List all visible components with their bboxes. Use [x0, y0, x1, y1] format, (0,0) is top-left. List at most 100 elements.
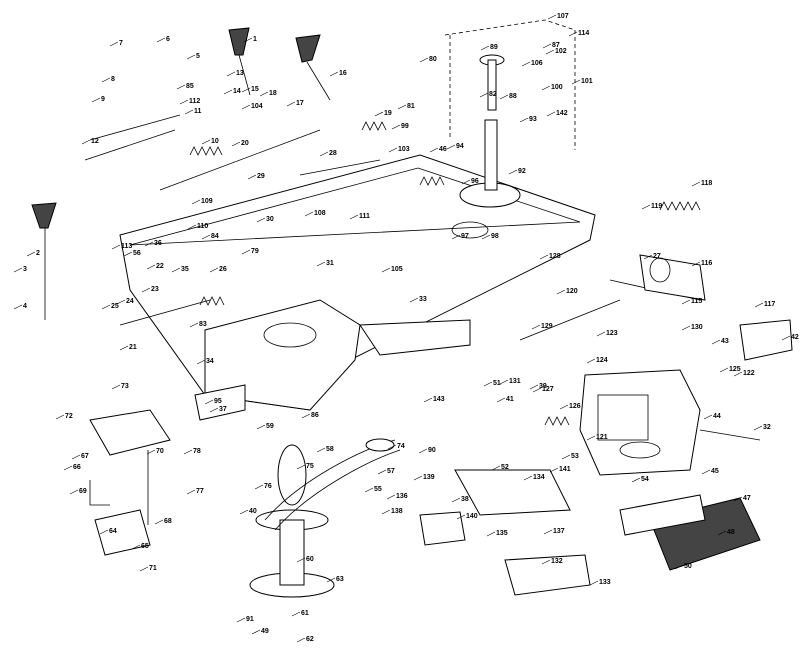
- leader-line: [691, 261, 701, 267]
- part-callout-142: 142: [556, 110, 568, 117]
- leader-line: [386, 494, 396, 500]
- leader-line: [481, 234, 491, 240]
- part-callout-40: 40: [249, 508, 257, 515]
- part-callout-64: 64: [109, 528, 117, 535]
- leader-line: [559, 404, 569, 410]
- part-callout-13: 13: [236, 70, 244, 77]
- leader-line: [571, 79, 581, 85]
- leader-line: [754, 302, 764, 308]
- part-callout-108: 108: [314, 210, 326, 217]
- part-callout-123: 123: [606, 330, 618, 337]
- part-callout-32: 32: [763, 424, 771, 431]
- part-callout-125: 125: [729, 366, 741, 373]
- part-callout-50: 50: [684, 563, 692, 570]
- leader-line: [99, 529, 109, 535]
- leader-line: [259, 91, 269, 97]
- leader-line: [111, 384, 121, 390]
- leader-line: [209, 267, 219, 273]
- part-callout-45: 45: [711, 468, 719, 475]
- part-callout-116: 116: [701, 260, 712, 267]
- part-callout-47: 47: [743, 495, 751, 502]
- leader-line: [196, 359, 206, 365]
- part-callout-68: 68: [164, 518, 172, 525]
- part-callout-80: 80: [429, 56, 437, 63]
- leader-line: [141, 287, 151, 293]
- part-callout-141: 141: [559, 466, 571, 473]
- part-callout-98: 98: [491, 233, 499, 240]
- leader-line: [374, 111, 384, 117]
- leader-line: [154, 519, 164, 525]
- part-callout-119: 119: [651, 203, 662, 210]
- part-callout-104: 104: [251, 103, 263, 110]
- leader-line: [111, 244, 121, 250]
- leader-line: [641, 204, 651, 210]
- leader-line: [186, 54, 196, 60]
- part-callout-5: 5: [196, 53, 200, 60]
- leader-line: [286, 101, 296, 107]
- leader-line: [243, 37, 253, 43]
- part-callout-55: 55: [374, 486, 382, 493]
- part-callout-90: 90: [428, 447, 436, 454]
- leader-line: [381, 509, 391, 515]
- leader-line: [631, 477, 641, 483]
- part-callout-112: 112: [189, 98, 200, 105]
- leader-line: [256, 217, 266, 223]
- part-callout-20: 20: [241, 140, 249, 147]
- leader-line: [55, 414, 65, 420]
- leader-line: [691, 181, 701, 187]
- part-callout-121: 121: [596, 434, 608, 441]
- leader-line: [711, 339, 721, 345]
- leader-line: [364, 487, 374, 493]
- leader-line: [186, 489, 196, 495]
- leader-line: [547, 14, 557, 20]
- leader-line: [123, 251, 133, 257]
- leader-line: [26, 251, 36, 257]
- part-callout-92: 92: [518, 168, 526, 175]
- leader-line: [479, 92, 489, 98]
- part-callout-61: 61: [301, 610, 309, 617]
- leader-line: [543, 529, 553, 535]
- part-callout-114: 114: [578, 30, 589, 37]
- leader-line: [391, 124, 401, 130]
- leader-line: [529, 384, 539, 390]
- leader-line: [116, 299, 126, 305]
- leader-line: [719, 367, 729, 373]
- part-callout-95: 95: [214, 398, 222, 405]
- part-callout-101: 101: [581, 78, 593, 85]
- chassis-frame: [119, 154, 596, 421]
- leader-line: [701, 469, 711, 475]
- part-callout-127: 127: [542, 386, 554, 393]
- part-callout-1: 1: [253, 36, 257, 43]
- part-callout-76: 76: [264, 483, 272, 490]
- part-callout-87: 87: [552, 42, 560, 49]
- part-callout-86: 86: [311, 412, 319, 419]
- part-callout-117: 117: [764, 301, 775, 308]
- part-callout-67: 67: [81, 453, 89, 460]
- leader-line: [119, 345, 129, 351]
- leader-line: [209, 407, 219, 413]
- part-callout-93: 93: [529, 116, 537, 123]
- part-callout-26: 26: [219, 266, 227, 273]
- part-callout-133: 133: [599, 579, 611, 586]
- part-callout-122: 122: [743, 370, 755, 377]
- part-callout-89: 89: [490, 44, 498, 51]
- part-callout-77: 77: [196, 488, 204, 495]
- leader-line: [388, 147, 398, 153]
- part-callout-94: 94: [456, 143, 464, 150]
- leader-line: [521, 61, 531, 67]
- part-callout-115: 115: [691, 298, 702, 305]
- part-callout-33: 33: [419, 296, 427, 303]
- leader-line: [201, 139, 211, 145]
- part-callout-62: 62: [306, 636, 314, 643]
- clutch-pulley: [459, 54, 521, 208]
- leader-line: [451, 497, 461, 503]
- leader-line: [397, 104, 407, 110]
- leader-line: [753, 425, 763, 431]
- part-callout-34: 34: [206, 358, 214, 365]
- leader-line: [496, 397, 506, 403]
- part-callout-83: 83: [199, 321, 207, 328]
- leader-line: [486, 531, 496, 537]
- leader-line: [532, 387, 542, 393]
- leader-line: [63, 465, 73, 471]
- part-callout-73: 73: [121, 383, 129, 390]
